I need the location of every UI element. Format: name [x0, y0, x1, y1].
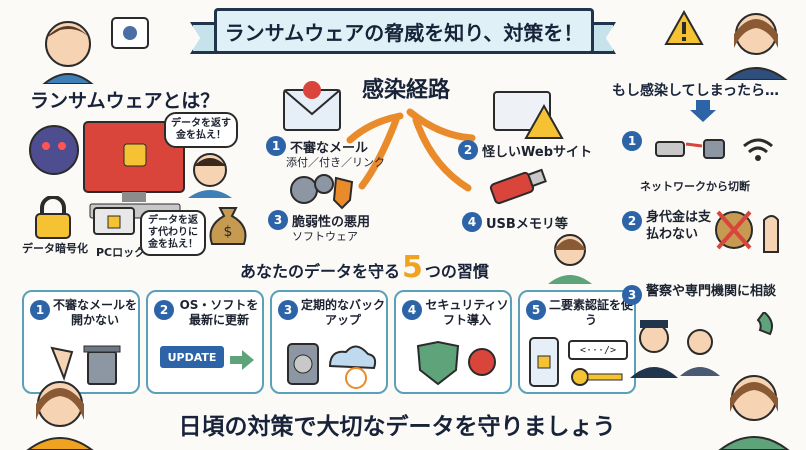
route-label: 脆弱性の悪用: [292, 214, 371, 230]
down-arrow-icon: [690, 100, 716, 122]
infected-item-2: 2: [622, 210, 642, 231]
route-item-2: 2 怪しいWebサイト: [458, 140, 592, 160]
footer-banner: 日頃の対策で大切なデータを守りましょう: [178, 414, 616, 440]
route-sublabel: 添付／付き／リンク: [286, 156, 385, 169]
police-consultant-illustration: [630, 312, 790, 450]
speech-bubble-top: データを返す金を払え！: [164, 112, 238, 148]
worried-man-illustration: [188, 153, 232, 198]
backup-icon: [287, 343, 377, 389]
no-ransom-icon: [715, 210, 779, 253]
infected-heading: もし感染してしまったら…: [612, 83, 780, 99]
route-item-3: 3 脆弱性の悪用: [268, 210, 370, 230]
woman-thinking-illustration: [26, 381, 94, 450]
habit-card-5: 5 二要素認証を使う <···/>: [518, 290, 636, 394]
habit-number: 4: [402, 300, 422, 320]
route-number: 2: [458, 140, 478, 160]
left-heading: ランサムウェアとは？: [30, 90, 220, 112]
habits-heading-post: つの習慣: [424, 262, 489, 281]
padlock-icon: [35, 196, 71, 239]
suspicious-website-icon: [493, 91, 564, 139]
habit-card-2: 2 OS・ソフトを最新に更新 UPDATE: [146, 290, 264, 394]
unplug-wifi-icon: [655, 138, 773, 161]
money-bag-icon: $: [209, 207, 247, 245]
woman-pointing-illustration: [548, 234, 592, 284]
habit-card-4: 4 セキュリティソフト導入: [394, 290, 512, 394]
habit-number: 2: [154, 300, 174, 320]
locked-monitor-icon: [93, 207, 135, 235]
worried-person-illustration: [42, 17, 149, 84]
habit-label: 二要素認証を使う: [548, 298, 633, 327]
route-number: 4: [462, 212, 482, 232]
route-item-1: 1 不審なメール: [266, 136, 368, 156]
infected-label: 身代金は支払わない: [646, 210, 712, 242]
arrow-cursor-icon: [230, 350, 254, 370]
routes-heading: 感染経路: [362, 78, 451, 103]
route-number: 1: [266, 136, 286, 156]
route-sublabel: ソフトウェア: [292, 230, 358, 243]
label-pc-lock: PCロック: [96, 246, 146, 259]
route-label: 怪しいWebサイト: [482, 144, 592, 160]
habit-number: 5: [526, 300, 546, 320]
speech-bubble-bottom: データを返す代わりに金を払え！: [140, 210, 206, 256]
key-icon: [571, 368, 623, 386]
update-button: UPDATE: [160, 346, 224, 368]
woman-illustration: [724, 13, 788, 80]
habits-heading-pre: あなたのデータを守る: [240, 262, 401, 281]
code-box: <···/>: [568, 340, 628, 360]
route-number: 3: [268, 210, 288, 230]
habit-number: 1: [30, 300, 50, 320]
warning-icon: [664, 10, 704, 45]
infected-label: 警察や専門機関に相談: [646, 284, 777, 299]
svg-text:$: $: [224, 224, 233, 240]
ransomware-pc-illustration: [29, 121, 185, 219]
route-label: 不審なメール: [290, 140, 369, 156]
trash-can-icon: [50, 345, 121, 385]
habit-label: 定期的なバックアップ: [300, 298, 385, 327]
security-shield-icon: [416, 340, 496, 386]
infected-number: 3: [622, 285, 642, 305]
infected-item-3: 3: [622, 284, 642, 305]
page-title: ランサムウェアの脅威を知り、対策を！: [214, 8, 594, 54]
usb-drive-icon: [489, 168, 547, 205]
habit-label: セキュリティソフト導入: [425, 298, 509, 327]
habit-card-3: 3 定期的なバックアップ: [270, 290, 388, 394]
habit-number: 3: [278, 300, 298, 320]
infected-number: 1: [622, 131, 642, 151]
email-virus-icon: [283, 81, 341, 131]
route-arrows: [346, 108, 476, 192]
route-item-4: 4 USBメモリ等: [462, 212, 568, 232]
infected-item-1: 1: [622, 130, 642, 151]
habit-card-1: 1 不審なメールを開かない: [22, 290, 140, 394]
gears-shield-icon: [290, 174, 354, 210]
habits-heading: あなたのデータを守る 5 つの習慣: [240, 250, 489, 285]
habit-label: OS・ソフトを最新に更新: [179, 298, 259, 327]
habit-label: 不審なメールを開かない: [52, 298, 137, 327]
habits-heading-number: 5: [402, 250, 423, 285]
route-label: USBメモリ等: [486, 216, 568, 232]
label-data-encrypt: データ暗号化: [22, 242, 88, 255]
infected-label: ネットワークから切断: [640, 180, 750, 193]
infected-number: 2: [622, 211, 642, 231]
smartphone-lock-icon: [529, 337, 559, 387]
